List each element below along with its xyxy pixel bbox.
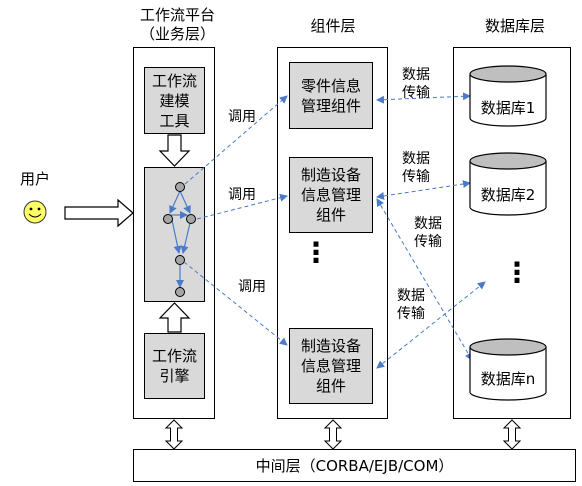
workflow-modeling-tool: 工作流 建模 工具: [144, 67, 205, 134]
user-to-platform-arrow: [64, 198, 134, 228]
database-n-label: 数据库n: [480, 370, 536, 388]
transfer-label-4: 数据 传输: [397, 288, 425, 322]
call-label-3: 调用: [238, 279, 266, 295]
component-ellipsis: ⋮: [302, 236, 330, 269]
database-layer-title: 数据库层: [484, 17, 545, 35]
equipment-info-component-2: 制造设备 信息管理 组件: [289, 328, 373, 404]
part-info-component: 零件信息 管理组件: [289, 62, 373, 129]
transfer-label-2: 数据 传输: [402, 151, 430, 185]
platform-title: 工作流平台 （业务层）: [139, 6, 215, 43]
smiley-face-icon: [23, 200, 47, 224]
database-1-label: 数据库1: [480, 99, 536, 117]
transfer-label-3: 数据 传输: [414, 216, 442, 250]
database-cylinder-2: [469, 152, 547, 216]
middleware-layer: 中间层（CORBA/EJB/COM）: [133, 449, 576, 482]
equipment-info-component-1: 制造设备 信息管理 组件: [289, 157, 373, 233]
engine-to-graph-arrow: [158, 302, 191, 333]
database-ellipsis: ⋮: [503, 256, 531, 289]
component-layer-title: 组件层: [310, 17, 356, 35]
transfer-label-1: 数据 传输: [402, 67, 430, 101]
workflow-engine: 工作流 引擎: [144, 333, 205, 399]
user-label: 用户: [19, 170, 50, 188]
process-graph-nodes: [169, 190, 191, 288]
database-cylinder-n: [469, 338, 547, 401]
call-arrows: [183, 95, 288, 346]
call-label-1: 调用: [228, 109, 256, 125]
database-2-label: 数据库2: [480, 186, 536, 204]
modeling-to-graph-arrow: [158, 134, 191, 167]
call-label-2: 调用: [228, 187, 256, 203]
transfer-arrows: [376, 92, 486, 369]
database-cylinder-1: [469, 65, 547, 127]
middleware-connectors: [164, 419, 522, 450]
